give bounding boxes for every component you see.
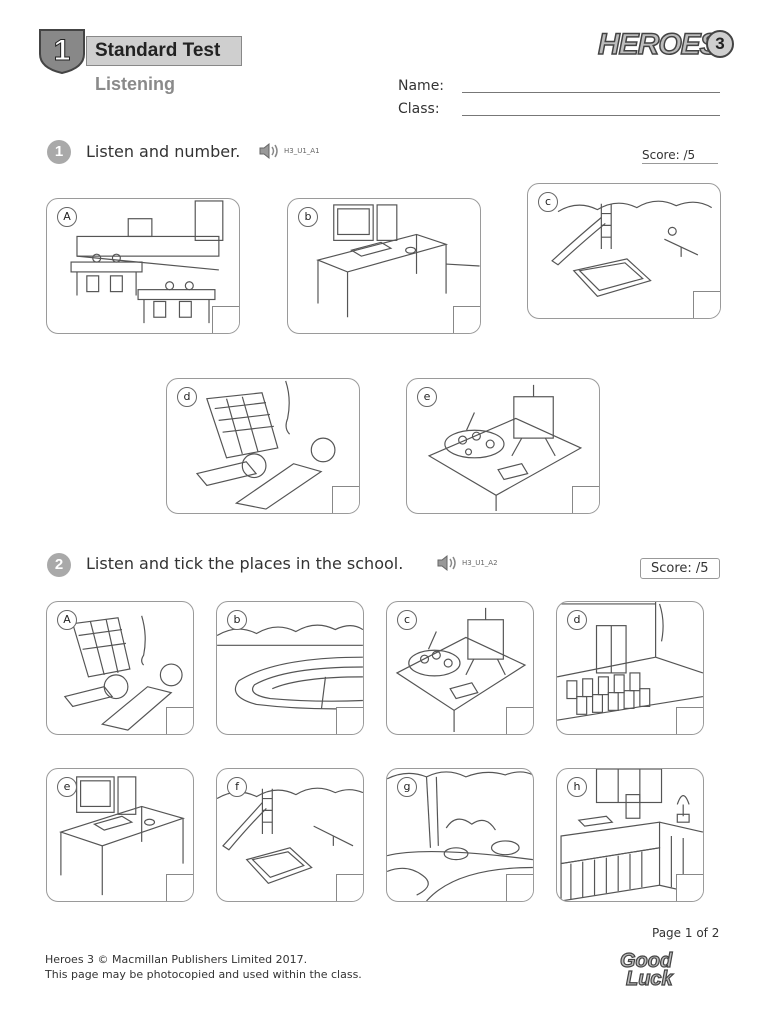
copyright: Heroes 3 © Macmillan Publishers Limited … xyxy=(45,953,308,966)
speaker-icon xyxy=(259,142,278,160)
section-1-score-underline xyxy=(642,163,718,164)
card-letter: f xyxy=(227,777,247,797)
section-2-score: Score: /5 xyxy=(640,558,720,579)
number-answer-box[interactable] xyxy=(332,486,359,513)
section-1-audio[interactable]: H3_U1_A1 xyxy=(259,142,320,160)
s1-card-d: d xyxy=(166,378,360,514)
tick-answer-box[interactable] xyxy=(676,874,703,901)
tick-answer-box[interactable] xyxy=(336,874,363,901)
s1-card-b: b xyxy=(287,198,481,334)
section-1-number: 1 xyxy=(47,140,71,164)
tick-answer-box[interactable] xyxy=(166,874,193,901)
name-line[interactable] xyxy=(462,92,720,93)
unit-shield-icon: 1 xyxy=(39,29,85,74)
page-number: Page 1 of 2 xyxy=(652,926,720,940)
s2-card-h: h xyxy=(556,768,704,902)
s2-card-d: d xyxy=(556,601,704,735)
s1-card-c: c xyxy=(527,183,721,319)
section-2-number: 2 xyxy=(47,553,71,577)
computer-desk-icon xyxy=(58,776,186,896)
section-2-audio[interactable]: H3_U1_A2 xyxy=(437,554,498,572)
speaker-icon xyxy=(437,554,456,572)
s2-card-c: c xyxy=(386,601,534,735)
heroes-level-badge: 3 xyxy=(706,30,734,58)
running-track-icon xyxy=(217,624,363,710)
art-table-icon xyxy=(427,384,583,512)
playground-icon xyxy=(551,200,713,297)
heroes-logo: HEROES xyxy=(597,27,720,62)
computer-desk-icon xyxy=(316,204,480,318)
s2-card-e: e xyxy=(46,768,194,902)
card-letter: e xyxy=(417,387,437,407)
unit-number: 1 xyxy=(54,34,71,67)
s2-card-a: A xyxy=(46,601,194,735)
card-letter: h xyxy=(567,777,587,797)
s2-card-f: f xyxy=(216,768,364,902)
number-answer-box[interactable] xyxy=(212,306,239,333)
photocopy-note: This page may be photocopied and used wi… xyxy=(45,968,362,981)
card-letter: d xyxy=(177,387,197,407)
card-letter: c xyxy=(397,610,417,630)
card-letter: g xyxy=(397,777,417,797)
s1-card-a: A xyxy=(46,198,240,334)
card-letter: c xyxy=(538,192,558,212)
card-letter: b xyxy=(298,207,318,227)
gym-icon xyxy=(195,380,336,510)
section-2-audio-code: H3_U1_A2 xyxy=(462,559,498,567)
tick-answer-box[interactable] xyxy=(336,707,363,734)
test-subtitle: Listening xyxy=(95,74,175,94)
class-line[interactable] xyxy=(462,115,720,116)
s2-card-b: b xyxy=(216,601,364,735)
tick-answer-box[interactable] xyxy=(506,707,533,734)
card-letter: A xyxy=(57,610,77,630)
class-label: Class: xyxy=(398,101,440,117)
number-answer-box[interactable] xyxy=(453,306,480,333)
s2-card-g: g xyxy=(386,768,534,902)
s1-card-e: e xyxy=(406,378,600,514)
card-letter: d xyxy=(567,610,587,630)
good-luck-logo: Good Luck xyxy=(619,950,673,990)
section-1-audio-code: H3_U1_A1 xyxy=(284,147,320,155)
dining-hall-icon xyxy=(70,200,224,324)
hall-chairs-icon xyxy=(557,602,703,721)
gym-icon xyxy=(63,615,183,731)
section-1-score: Score: /5 xyxy=(642,148,696,162)
card-letter: e xyxy=(57,777,77,797)
tick-answer-box[interactable] xyxy=(506,874,533,901)
garden-icon xyxy=(387,771,533,901)
test-title: Standard Test xyxy=(86,36,242,66)
section-1-instruction: Listen and number. xyxy=(86,142,241,161)
card-letter: b xyxy=(227,610,247,630)
tick-answer-box[interactable] xyxy=(676,707,703,734)
library-icon xyxy=(560,769,703,901)
section-2-instruction: Listen and tick the places in the school… xyxy=(86,554,404,573)
art-table-icon xyxy=(395,607,527,733)
name-label: Name: xyxy=(398,78,445,94)
card-letter: A xyxy=(57,207,77,227)
number-answer-box[interactable] xyxy=(693,291,720,318)
tick-answer-box[interactable] xyxy=(166,707,193,734)
number-answer-box[interactable] xyxy=(572,486,599,513)
playground-icon xyxy=(217,787,363,884)
